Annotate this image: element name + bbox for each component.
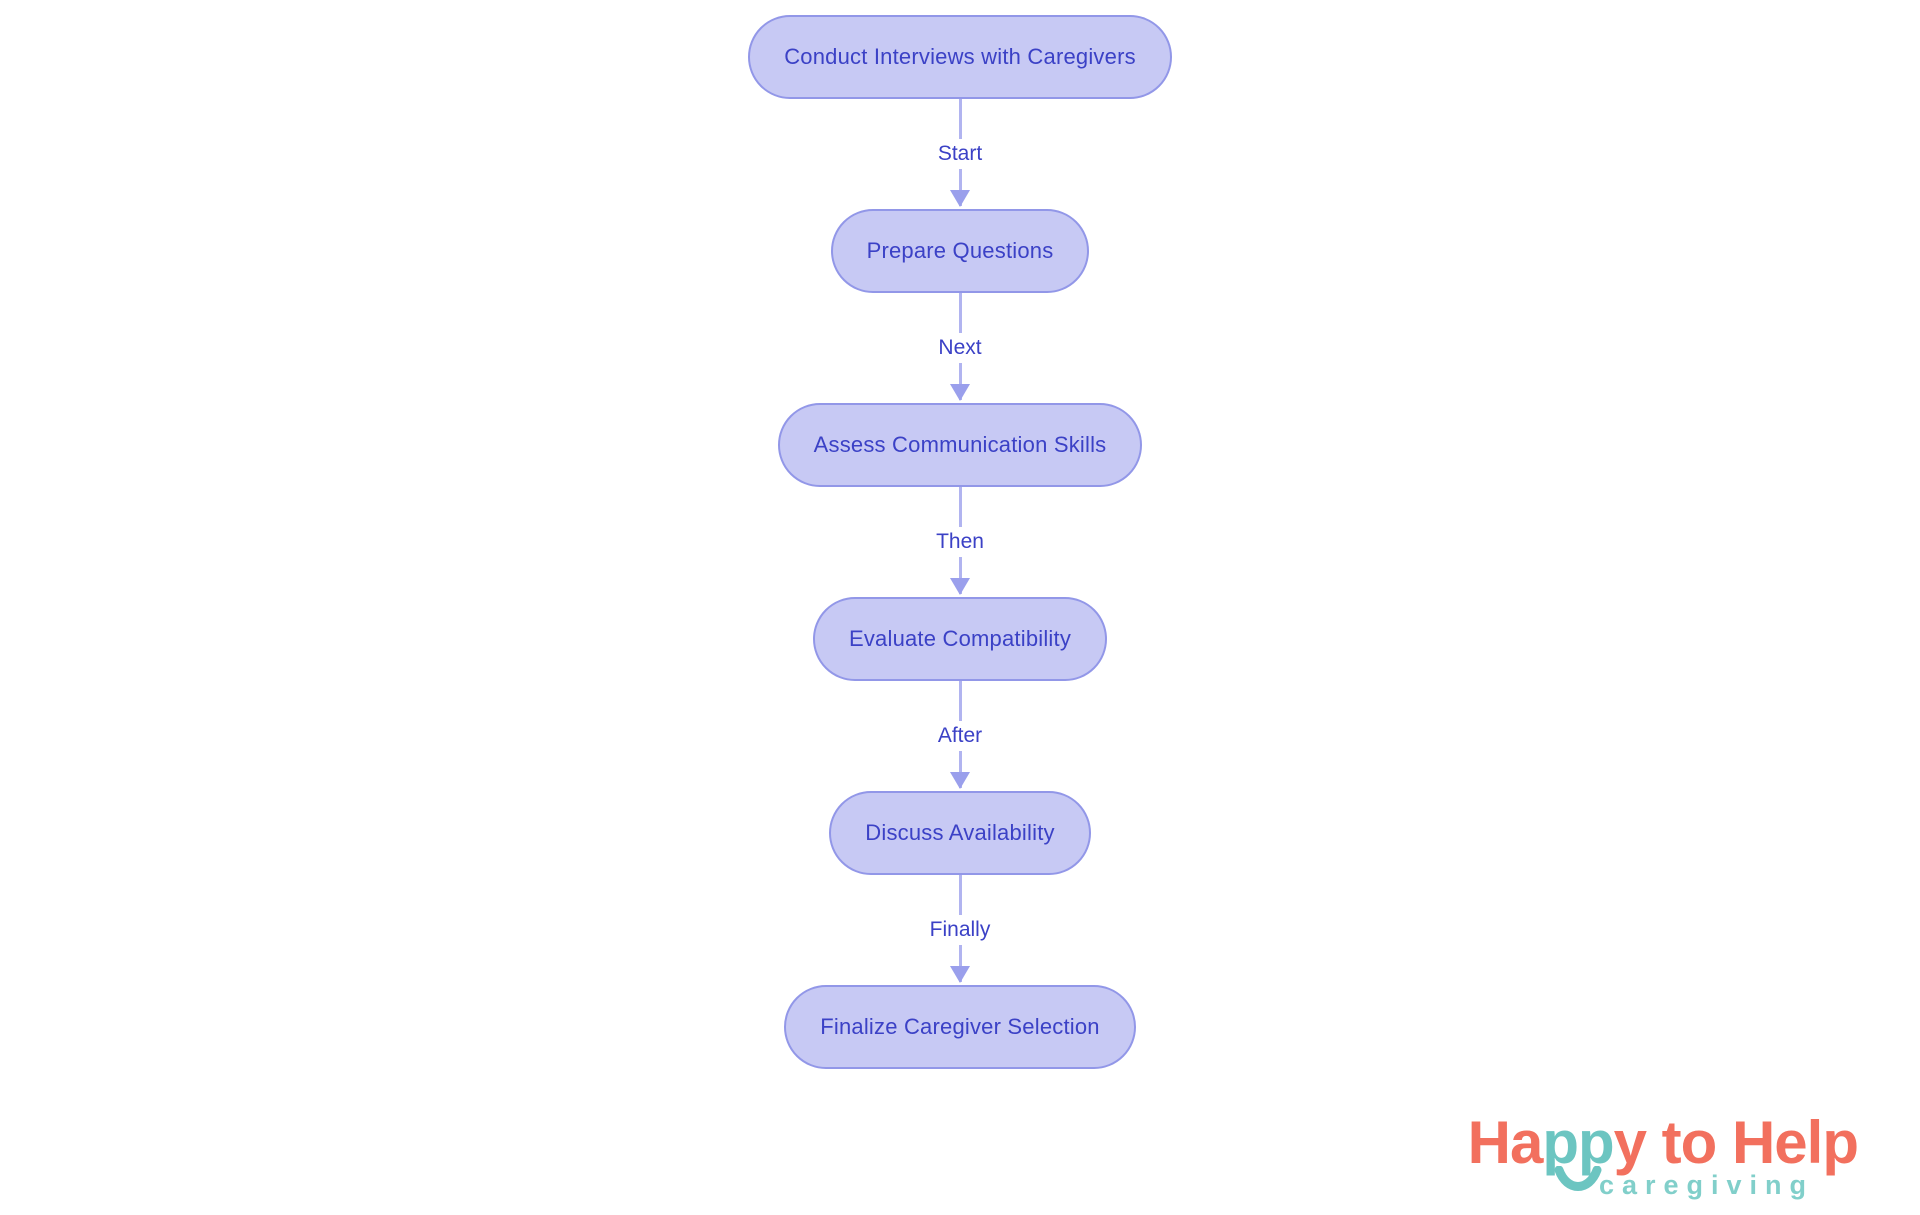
edge-label-next: Next [929, 333, 991, 363]
flow-node-label: Prepare Questions [866, 238, 1054, 263]
flow-node-label: Assess Communication Skills [813, 432, 1107, 457]
connector-after: After [900, 681, 1020, 791]
edge-label-then: Then [927, 527, 993, 557]
flow-node-conduct-interviews: Conduct Interviews with Caregivers [748, 15, 1172, 99]
logo-text-rest: y to Help [1613, 1109, 1859, 1176]
flow-node-label: Finalize Caregiver Selection [820, 1014, 1100, 1039]
edge-label-after: After [928, 721, 992, 751]
arrow-head-icon [950, 384, 970, 401]
logo-pp-letters: pp [1542, 1109, 1614, 1176]
flowchart: Conduct Interviews with Caregivers Start… [0, 15, 1920, 1069]
flow-node-label: Evaluate Compatibility [848, 626, 1072, 651]
connector-then: Then [900, 487, 1020, 597]
arrow-head-icon [950, 966, 970, 983]
connector-finally: Finally [900, 875, 1020, 985]
logo-text-pp: pp [1542, 1109, 1615, 1191]
logo-text-ha: Ha [1467, 1109, 1544, 1176]
flow-node-evaluate-compatibility: Evaluate Compatibility [812, 597, 1108, 681]
arrow-head-icon [950, 578, 970, 595]
flow-node-prepare-questions: Prepare Questions [830, 209, 1090, 293]
flow-node-label: Discuss Availability [865, 820, 1055, 845]
flow-node-discuss-availability: Discuss Availability [829, 791, 1091, 875]
edge-label-start: Start [928, 139, 992, 169]
connector-start: Start [900, 99, 1020, 209]
flow-node-assess-communication: Assess Communication Skills [777, 403, 1143, 487]
logo-subtitle: caregiving [1598, 1170, 1814, 1200]
arrow-head-icon [950, 772, 970, 789]
flow-node-finalize-selection: Finalize Caregiver Selection [784, 985, 1136, 1069]
edge-label-finally: Finally [920, 915, 1000, 945]
flow-node-label: Conduct Interviews with Caregivers [784, 44, 1136, 69]
arrow-head-icon [950, 190, 970, 207]
smile-icon [1554, 1166, 1602, 1191]
connector-next: Next [900, 293, 1020, 403]
